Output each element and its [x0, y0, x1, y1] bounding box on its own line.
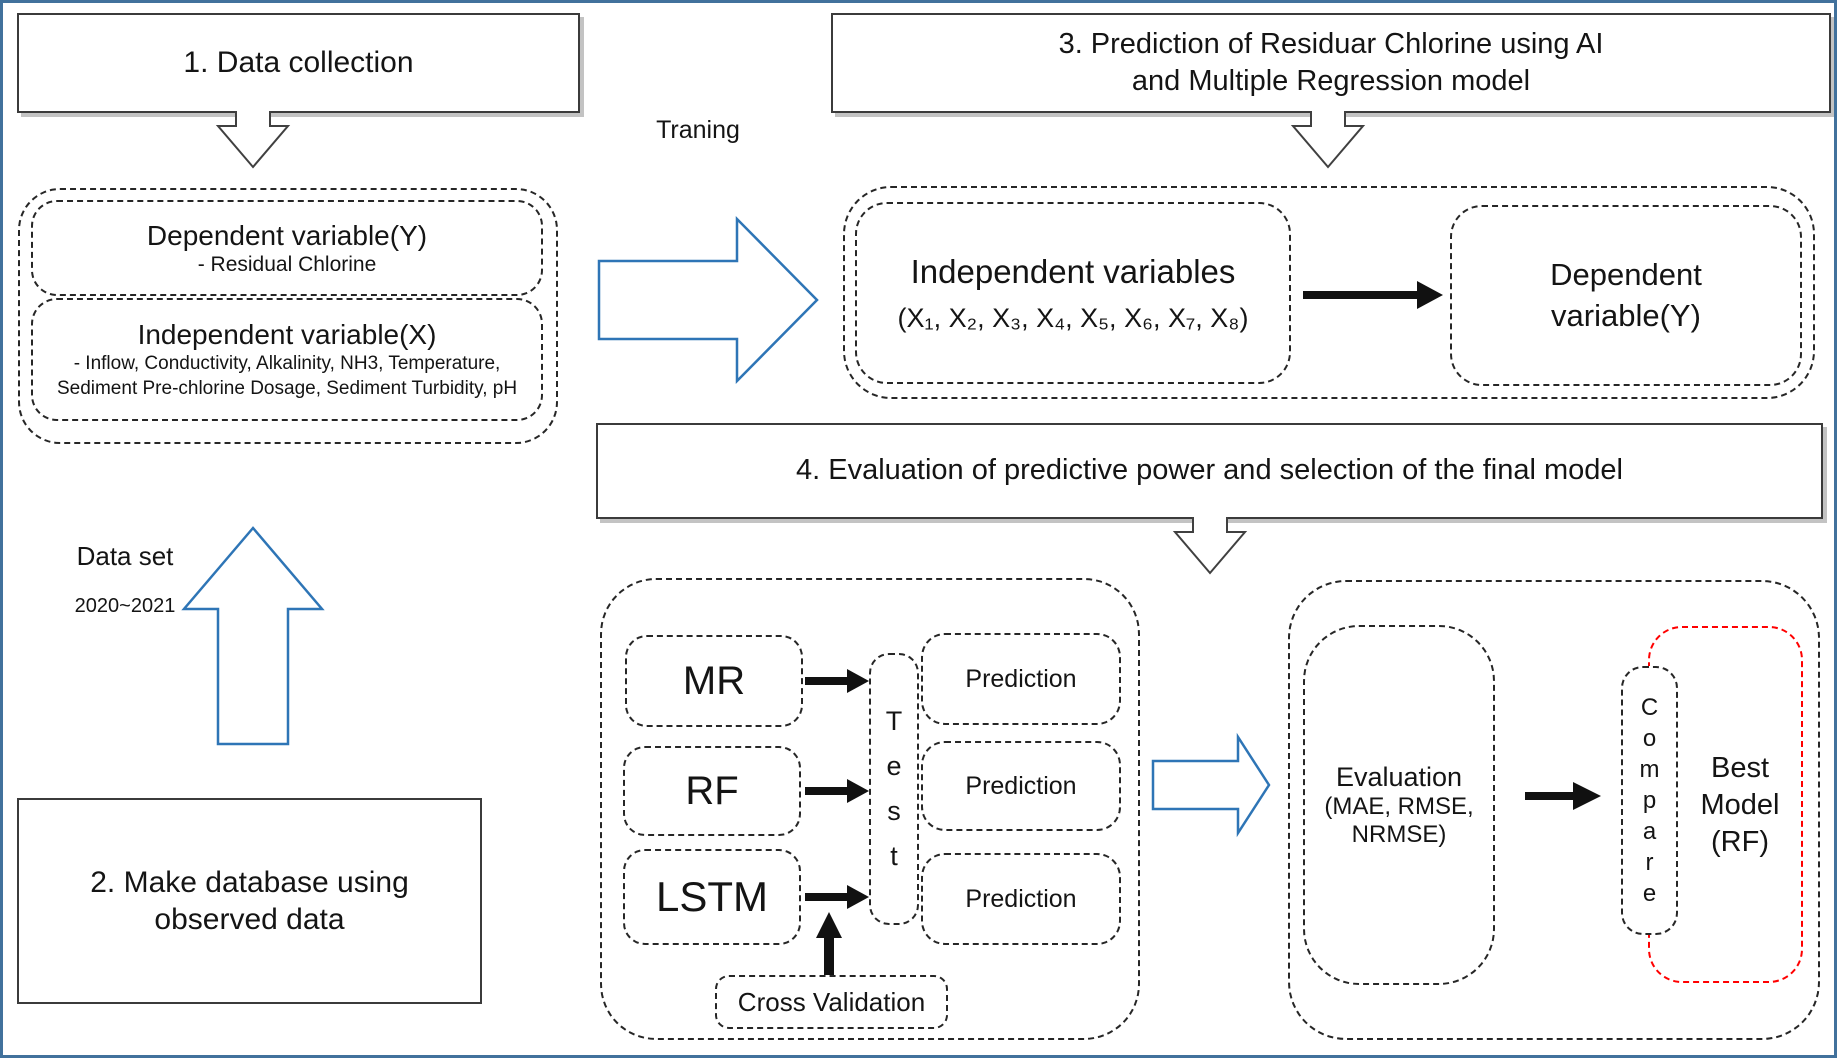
- arrow-right-icon: [805, 885, 869, 909]
- evaluation-metrics-line1: (MAE, RMSE,: [1324, 792, 1474, 820]
- prediction-box-2: Prediction: [921, 741, 1121, 831]
- down-arrow-icon: [1290, 111, 1366, 169]
- model-box-rf: RF: [623, 746, 801, 836]
- model-box-mr: MR: [625, 635, 803, 727]
- dataset-title: Data set: [76, 540, 174, 571]
- independent-variable-title: Independent variable(X): [137, 318, 437, 350]
- arrow-right-icon: [1303, 281, 1443, 309]
- step2-line2: observed data: [154, 903, 345, 936]
- selection-panel-container: [1288, 580, 1820, 1040]
- right-arrow-icon: [597, 215, 819, 385]
- step4-box: 4. Evaluation of predictive power and se…: [596, 423, 1823, 519]
- prediction-box-1: Prediction: [921, 633, 1121, 725]
- prediction-box-3: Prediction: [921, 853, 1121, 945]
- step3-line1: 3. Prediction of Residuar Chlorine using…: [1058, 27, 1604, 60]
- step3-line2: and Multiple Regression model: [1131, 65, 1531, 97]
- arrow-right-icon: [805, 779, 869, 803]
- down-arrow-icon: [215, 111, 291, 169]
- evaluation-box: Evaluation (MAE, RMSE, NRMSE): [1303, 625, 1495, 985]
- evaluation-metrics-line2: NRMSE): [1351, 820, 1447, 848]
- test-panel-container: [600, 578, 1140, 1040]
- variables-container: [18, 188, 558, 444]
- dependent-variable-title: Dependent variable(Y): [146, 220, 428, 252]
- dataset-range: 2020~2021: [74, 594, 176, 617]
- arrow-right-icon: [805, 669, 869, 693]
- arrow-up-icon: [816, 912, 842, 976]
- evaluation-title: Evaluation: [1335, 761, 1463, 792]
- step1-box: 1. Data collection: [17, 13, 580, 113]
- independent-variables-subtitle: (X₁, X₂, X₃, X₄, X₅, X₆, X₇, X₈): [897, 302, 1249, 333]
- down-arrow-icon: [1172, 517, 1248, 575]
- cross-validation-box: Cross Validation: [715, 975, 948, 1029]
- step3-box: 3. Prediction of Residuar Chlorine using…: [831, 13, 1831, 113]
- step2-line1: 2. Make database using: [90, 865, 409, 899]
- independent-variable-line1: - Inflow, Conductivity, Alkalinity, NH3,…: [73, 353, 501, 375]
- arrow-right-icon: [1525, 782, 1601, 810]
- best-model-label: Best Model (RF): [1700, 751, 1780, 859]
- independent-variable-line2: Sediment Pre-chlorine Dosage, Sediment T…: [56, 378, 518, 400]
- model-input-container: [843, 186, 1815, 399]
- model-box-lstm: LSTM: [623, 849, 801, 945]
- step4-label: 4. Evaluation of predictive power and se…: [796, 454, 1623, 487]
- independent-variable-box: Independent variable(X) - Inflow, Conduc…: [31, 298, 543, 421]
- dependent-variable-y-box: Dependent variable(Y): [1450, 205, 1802, 386]
- step1-label: 1. Data collection: [183, 46, 414, 80]
- independent-variables-box: Independent variables (X₁, X₂, X₃, X₄, X…: [855, 202, 1291, 384]
- independent-variables-title: Independent variables: [910, 252, 1236, 290]
- dependent-variable-box: Dependent variable(Y) - Residual Chlorin…: [31, 200, 543, 296]
- up-arrow-icon: [181, 526, 325, 746]
- right-arrow-icon: [1151, 732, 1271, 838]
- step2-box: 2. Make database using observed data: [17, 798, 482, 1004]
- dependent-y-line1: Dependent: [1550, 257, 1702, 293]
- dependent-variable-subtitle: - Residual Chlorine: [197, 252, 377, 276]
- training-label: Traning: [656, 115, 740, 144]
- dependent-y-line2: variable(Y): [1551, 297, 1701, 333]
